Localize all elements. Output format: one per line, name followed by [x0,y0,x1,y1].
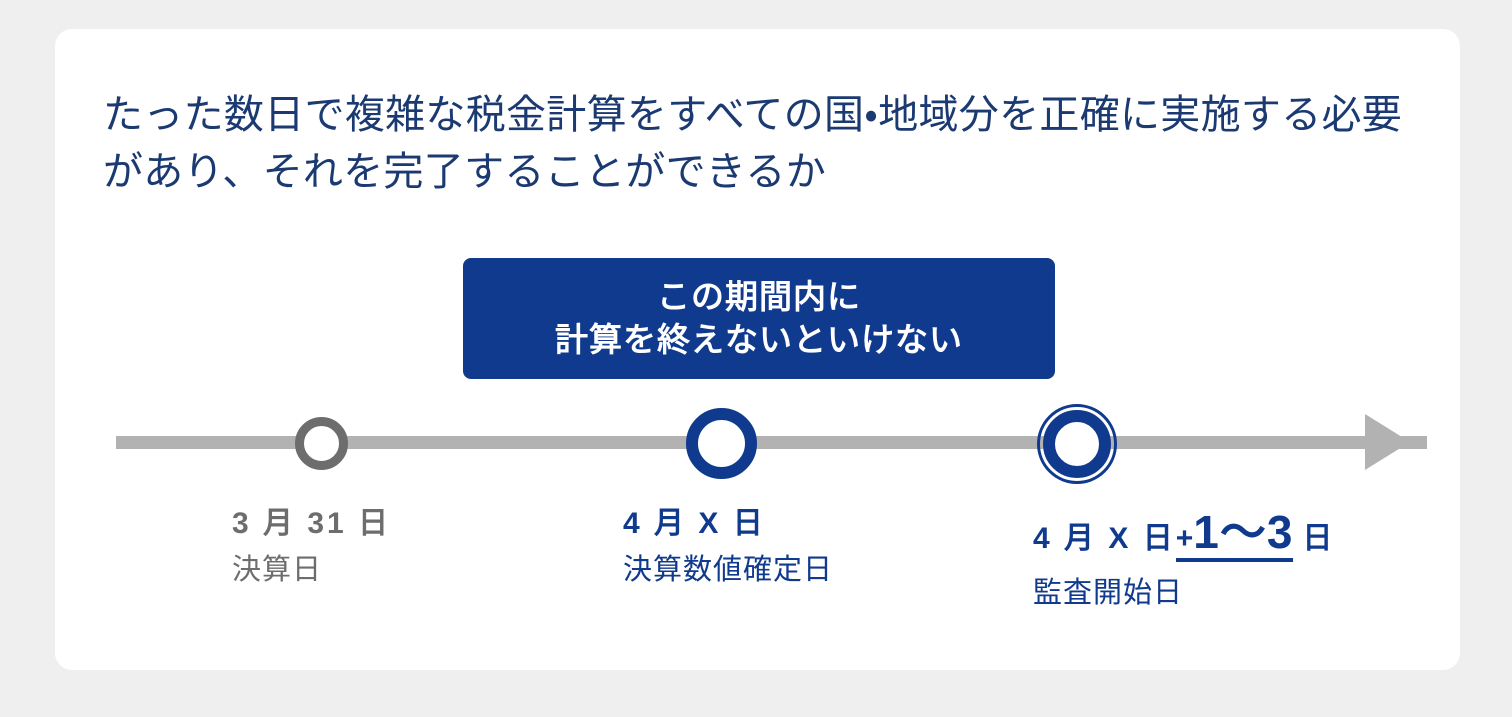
marker-date-unit: 日 [1302,522,1336,555]
marker-date-emphasis: +1〜3 [1175,506,1294,562]
circle-outline-icon [1037,404,1117,484]
arrow-right-icon [1365,414,1410,470]
marker-caption: 決算数値確定日 [623,554,834,586]
marker-date: 4 月 X 日 [623,507,766,540]
circle-icon [295,417,348,470]
emphasis-plus-sign: + [1175,522,1194,555]
circle-icon [686,408,757,479]
circle-icon [1043,410,1111,478]
page-title: たった数日で複雑な税金計算をすべての国・地域分を正確に実施する必要があり、それを… [103,93,1403,194]
callout-line-2: 計算を終えないといけない [555,320,963,358]
callout-line-1: この期間内に [657,277,861,315]
marker-date-prefix: 4 月 X 日 [1033,522,1176,555]
callout-box: この期間内に 計算を終えないといけない [463,258,1055,379]
timeline-label-figures-fixed: 4 月 X 日 決算数値確定日 [623,509,833,585]
timeline-label-fiscal-close: 3 月 31 日 決算日 [232,509,391,585]
marker-caption: 決算日 [232,554,323,586]
marker-date: 3 月 31 日 [232,507,392,540]
marker-caption: 監査開始日 [1033,577,1184,609]
content-card: たった数日で複雑な税金計算をすべての国・地域分を正確に実施する必要があり、それを… [55,29,1460,670]
emphasis-range-value: 1〜3 [1193,506,1294,558]
timeline-axis [116,436,1427,449]
